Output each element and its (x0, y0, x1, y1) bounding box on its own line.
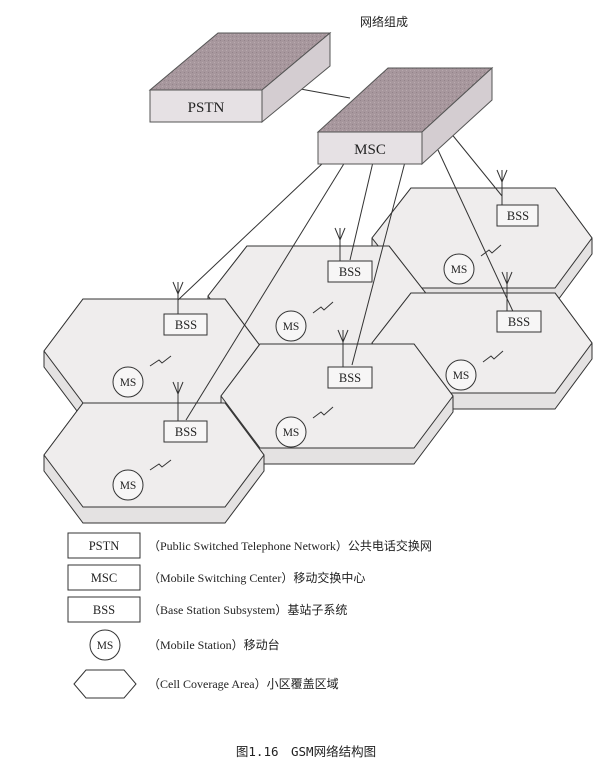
legend-text-cell: （Cell Coverage Area）小区覆盖区域 (148, 677, 339, 691)
mobile-station: MS (112, 366, 144, 398)
bss-label: BSS (175, 425, 197, 439)
bss-station: BSS (327, 227, 373, 283)
ms-label: MS (120, 377, 137, 389)
bss-label: BSS (508, 315, 530, 329)
cell-left-bottom (43, 402, 265, 524)
msc-block: MSC (316, 66, 494, 166)
ms-label: MS (453, 370, 470, 382)
msc-bss-links (177, 131, 518, 421)
legend-symbol-msc: MSC (91, 571, 117, 585)
legend-symbol-bss: BSS (93, 603, 115, 617)
figure-caption: 图1.16 GSM网络结构图 (236, 744, 376, 759)
bss-label: BSS (175, 318, 197, 332)
bss-label: BSS (507, 209, 529, 223)
legend-item-ms: MS （Mobile Station）移动台 (89, 629, 280, 661)
mobile-station: MS (445, 359, 477, 391)
bss-label: BSS (339, 265, 361, 279)
ms-label: MS (283, 321, 300, 333)
legend-symbol-pstn: PSTN (89, 539, 120, 553)
legend-text-ms: （Mobile Station）移动台 (148, 637, 280, 652)
cell-left-top (43, 298, 265, 420)
ms-label: MS (451, 264, 468, 276)
mobile-station: MS (443, 253, 475, 285)
bss-station: BSS (496, 169, 539, 227)
mobile-station: MS (275, 310, 307, 342)
legend-text-bss: （Base Station Subsystem）基站子系统 (148, 603, 347, 617)
bss-station: BSS (496, 271, 542, 333)
mobile-station: MS (275, 416, 307, 448)
bss-station: BSS (163, 281, 208, 336)
pstn-block: PSTN (148, 31, 332, 124)
legend-item-cell: （Cell Coverage Area）小区覆盖区域 (73, 669, 339, 699)
ms-label: MS (120, 480, 137, 492)
legend-text-msc: （Mobile Switching Center）移动交换中心 (148, 570, 365, 585)
mobile-station: MS (112, 469, 144, 501)
pstn-label: PSTN (188, 100, 225, 116)
bss-label: BSS (339, 371, 361, 385)
radio-links (149, 244, 504, 471)
network-composition-title: 网络组成 (360, 14, 408, 29)
bss-station: BSS (327, 329, 373, 389)
msc-label: MSC (354, 142, 386, 158)
bss-station: BSS (163, 381, 208, 443)
ms-label: MS (283, 427, 300, 439)
legend: PSTN （Public Switched Telephone Network）… (67, 532, 432, 699)
legend-text-pstn: （Public Switched Telephone Network）公共电话交… (148, 538, 432, 553)
legend-symbol-ms: MS (97, 640, 114, 652)
legend-item-bss: BSS （Base Station Subsystem）基站子系统 (67, 596, 347, 623)
legend-item-msc: MSC （Mobile Switching Center）移动交换中心 (67, 564, 365, 591)
legend-item-pstn: PSTN （Public Switched Telephone Network）… (67, 532, 432, 559)
cell-middle-top (207, 245, 429, 363)
